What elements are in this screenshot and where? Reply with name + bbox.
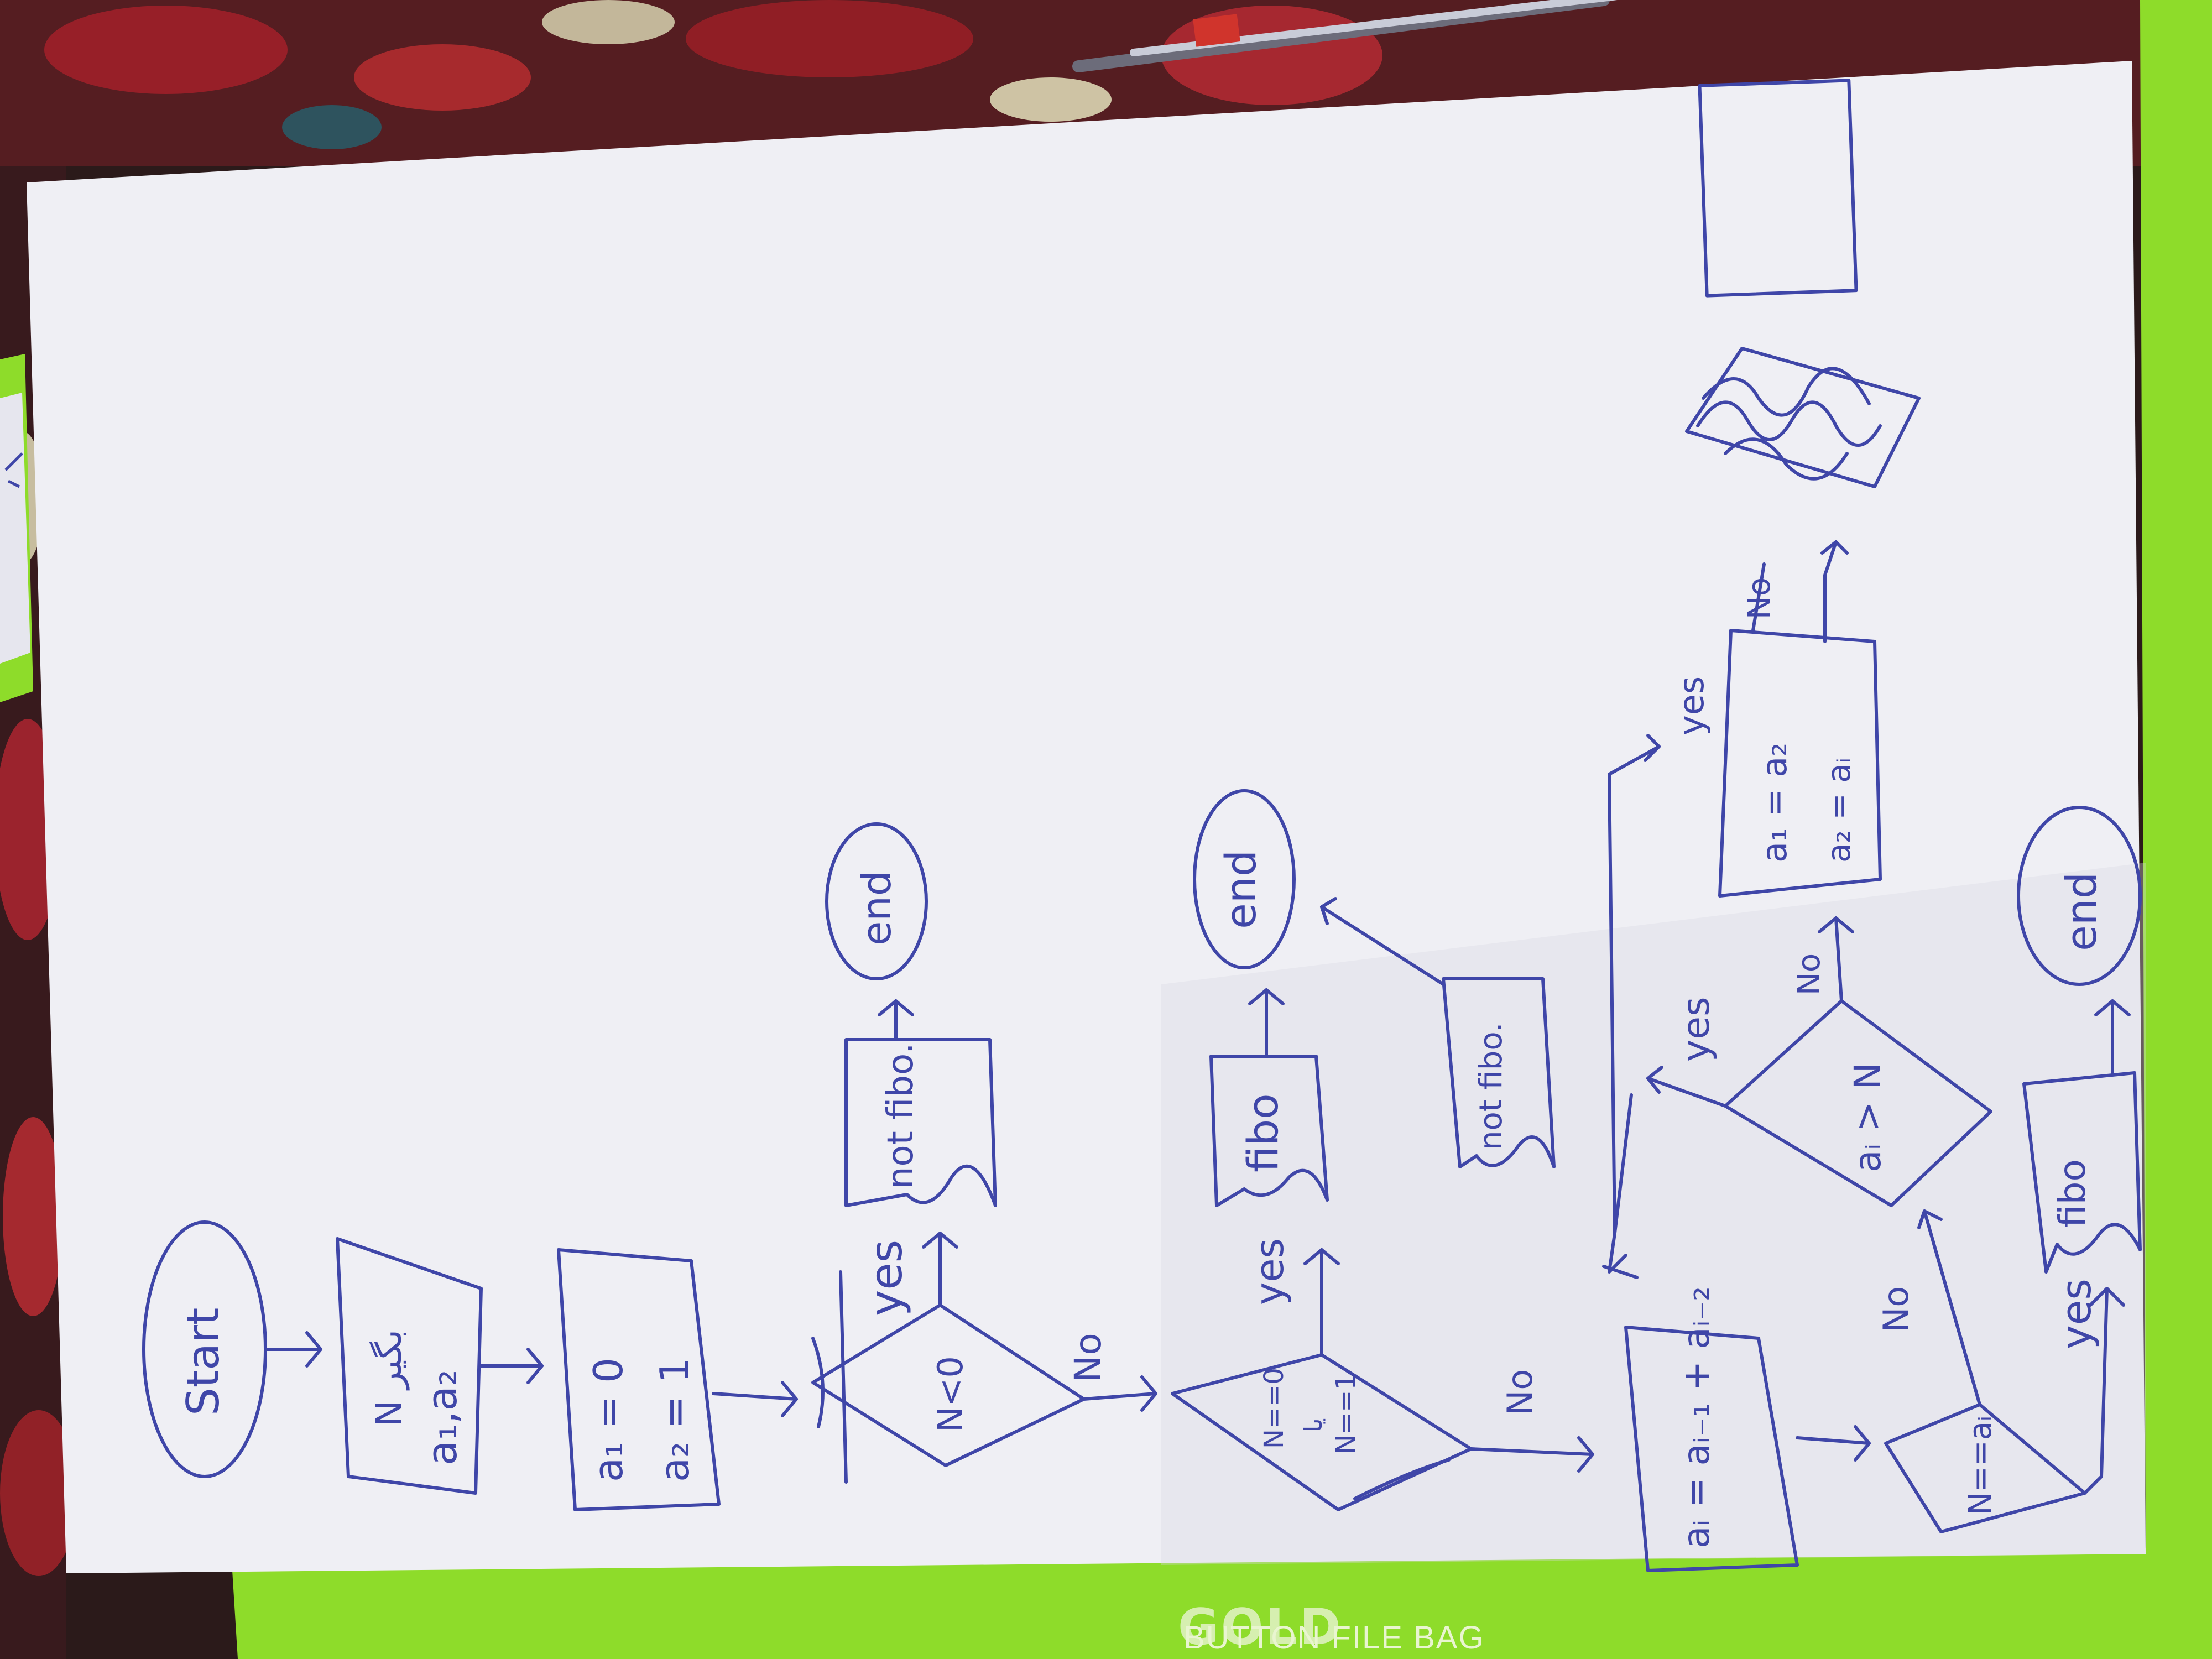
- input-box: [336, 1237, 483, 1495]
- input-line2: a₁,a₂: [419, 1369, 466, 1465]
- init-line1: a₁ = 0: [585, 1358, 632, 1482]
- init-line2: a₂ = 1: [651, 1358, 698, 1482]
- loop-back-line: [1602, 1093, 1639, 1279]
- output-notfibo-2-label: not fibo.: [1473, 1022, 1509, 1150]
- output-fibo-2: [2022, 1071, 2142, 1274]
- output-fibo-2-label: fibo: [2051, 1159, 2094, 1228]
- input-line1: N بگیر: [369, 1329, 410, 1427]
- start-label: Start: [178, 1308, 229, 1416]
- end-1-label: end: [853, 870, 900, 946]
- end-terminal-2: [1193, 789, 1296, 969]
- no-label-3: No: [1876, 1286, 1916, 1333]
- end-terminal-1: [825, 822, 928, 980]
- yes-label-1: yes: [860, 1240, 912, 1316]
- cond-zero-one-line3: N==1: [1331, 1373, 1361, 1454]
- no-label-2: No: [1500, 1369, 1540, 1416]
- pens: [1072, 0, 1618, 72]
- end-terminal-4: [2017, 806, 2142, 986]
- compute-box: [1624, 1326, 1799, 1572]
- init-box: [557, 1248, 721, 1511]
- cond-zero-one-line2: یا: [1300, 1418, 1328, 1432]
- compute-label: aᵢ = aᵢ₋₁ + aᵢ₋₂: [1675, 1286, 1718, 1548]
- update-line2: a₂ = aᵢ: [1820, 758, 1858, 863]
- end-4-label: end: [2057, 872, 2106, 951]
- yes-label-3: yes: [2053, 1279, 2100, 1349]
- cond-greater-label: aᵢ > N: [1846, 1062, 1889, 1172]
- no-label-4: No: [1791, 953, 1827, 995]
- scribbled-diamond: [1685, 347, 1921, 488]
- yes-label-2: yes: [1247, 1238, 1292, 1305]
- empty-box: [1698, 79, 1858, 298]
- no-label-1: No: [1067, 1333, 1109, 1383]
- output-notfibo-2: [1442, 977, 1556, 1168]
- output-fibo-1-label: fibo: [1238, 1093, 1287, 1172]
- cond-equal-label: N==aᵢ: [1963, 1416, 1999, 1515]
- decision-greater: [1724, 999, 1992, 1207]
- end-2-label: end: [1216, 850, 1265, 929]
- output-notfibo-1-label: not fibo.: [880, 1043, 921, 1189]
- cond-negative-label: N<0: [930, 1356, 971, 1432]
- paper-scrap: [0, 393, 30, 664]
- cond-zero-one-line1: N==0: [1259, 1368, 1290, 1449]
- bag-brand-text: GOLD: [1178, 1598, 1343, 1656]
- yes-label-4: yes: [1674, 997, 1718, 1062]
- paper-shadow: [1161, 863, 2146, 1565]
- update-box: [1718, 629, 1882, 898]
- flowchart: Start N بگیر a₁,a₂ a₁ = 0 a₂ = 1 N<0 yes…: [142, 79, 2142, 1572]
- yes-label-5: yes: [1671, 676, 1712, 735]
- output-fibo-1: [1209, 1055, 1329, 1207]
- output-notfibo-1: [844, 1038, 997, 1207]
- bag-label-text: BUTTON FILE BAG: [1183, 1620, 1485, 1656]
- no-label-5: No: [1741, 577, 1777, 619]
- update-line1: a₁ = a₂: [1754, 743, 1794, 863]
